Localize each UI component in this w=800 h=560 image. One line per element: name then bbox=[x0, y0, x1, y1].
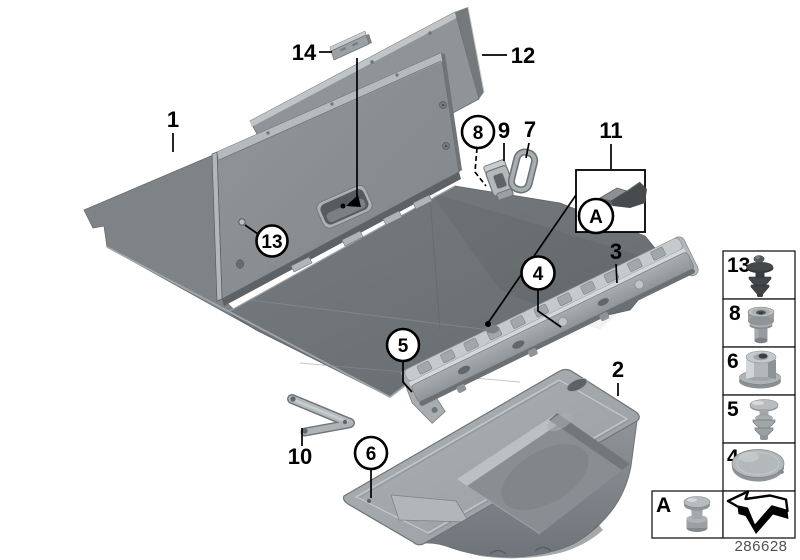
legend-label-a[interactable]: A bbox=[656, 494, 671, 517]
legend-label-5[interactable]: 5 bbox=[727, 398, 739, 421]
callout-circle-a[interactable] bbox=[577, 197, 615, 235]
legend-label-6[interactable]: 6 bbox=[727, 350, 739, 373]
callout-11[interactable]: 11 bbox=[599, 118, 623, 169]
legend-label-13[interactable]: 13 bbox=[727, 254, 750, 277]
legend-row-4[interactable]: 4 bbox=[722, 442, 796, 492]
callout-circle-13[interactable] bbox=[255, 224, 289, 258]
legend-cell-a[interactable]: A bbox=[651, 490, 724, 539]
callout-14[interactable]: 14 bbox=[292, 40, 332, 65]
callout-label-2[interactable]: 2 bbox=[612, 357, 624, 382]
socket-head-screw-icon bbox=[747, 306, 775, 344]
callout-9[interactable]: 9 bbox=[498, 118, 510, 161]
callout-label-11[interactable]: 11 bbox=[599, 118, 622, 143]
callout-label-6[interactable]: 6 bbox=[366, 444, 377, 465]
callout-label-1[interactable]: 1 bbox=[167, 107, 179, 132]
callout-12[interactable]: 12 bbox=[482, 43, 535, 68]
part-support-bracket bbox=[287, 394, 355, 437]
callout-4[interactable]: 4 bbox=[520, 255, 562, 328]
callout-label-8[interactable]: 8 bbox=[473, 123, 484, 144]
expansion-rivet-dark-icon bbox=[746, 255, 774, 297]
callout-circle-4[interactable] bbox=[520, 255, 556, 291]
callout-6[interactable]: 6 bbox=[353, 435, 389, 498]
callout-3[interactable]: 3 bbox=[610, 239, 622, 284]
callout-8[interactable]: 8 bbox=[460, 114, 496, 187]
callout-13[interactable]: 13 bbox=[244, 224, 289, 258]
callout-7[interactable]: 7 bbox=[524, 117, 536, 159]
legend-row-5[interactable]: 5 bbox=[722, 394, 796, 444]
see-other-diagram-arrow-icon bbox=[726, 490, 789, 534]
callout-label-13[interactable]: 13 bbox=[261, 232, 282, 253]
reference-point-dot bbox=[485, 321, 491, 327]
callout-label-5[interactable]: 5 bbox=[398, 336, 409, 357]
callout-label-a[interactable]: A bbox=[589, 207, 603, 228]
callout-5[interactable]: 5 bbox=[385, 327, 421, 393]
legend-row-6[interactable]: 6 bbox=[722, 346, 796, 396]
expansion-rivet-light-icon bbox=[749, 399, 779, 440]
flange-hex-nut-icon bbox=[739, 350, 781, 389]
callout-label-4[interactable]: 4 bbox=[533, 264, 544, 285]
strip-pointer bbox=[340, 58, 361, 209]
part-storage-tray bbox=[342, 368, 640, 559]
legend-row-8[interactable]: 8 bbox=[722, 298, 796, 348]
callout-1[interactable]: 1 bbox=[167, 107, 179, 152]
callout-2[interactable]: 2 bbox=[612, 357, 624, 396]
legend-cell-arrow[interactable] bbox=[722, 490, 796, 539]
callout-label-14[interactable]: 14 bbox=[292, 40, 317, 65]
ball-pin-icon bbox=[683, 496, 711, 532]
legend-table: 13 8 bbox=[651, 250, 796, 539]
callout-label-3[interactable]: 3 bbox=[610, 239, 622, 264]
callout-circle-5[interactable] bbox=[385, 327, 421, 363]
part-wire-loop bbox=[507, 148, 539, 194]
callout-label-12[interactable]: 12 bbox=[511, 43, 535, 68]
callout-10[interactable]: 10 bbox=[288, 428, 312, 469]
callout-label-9[interactable]: 9 bbox=[498, 118, 510, 143]
legend-label-8[interactable]: 8 bbox=[729, 302, 741, 325]
drawing-number: 286628 bbox=[734, 538, 787, 555]
cover-cap-icon bbox=[731, 449, 785, 482]
callout-label-7[interactable]: 7 bbox=[524, 117, 536, 142]
part-clamp-bracket bbox=[483, 159, 515, 201]
part-mounting-strip bbox=[329, 30, 372, 61]
callout-circle-6[interactable] bbox=[353, 435, 389, 471]
callout-circle-8[interactable] bbox=[460, 114, 496, 150]
legend-row-13[interactable]: 13 bbox=[722, 250, 796, 300]
callout-label-10[interactable]: 10 bbox=[288, 444, 312, 469]
